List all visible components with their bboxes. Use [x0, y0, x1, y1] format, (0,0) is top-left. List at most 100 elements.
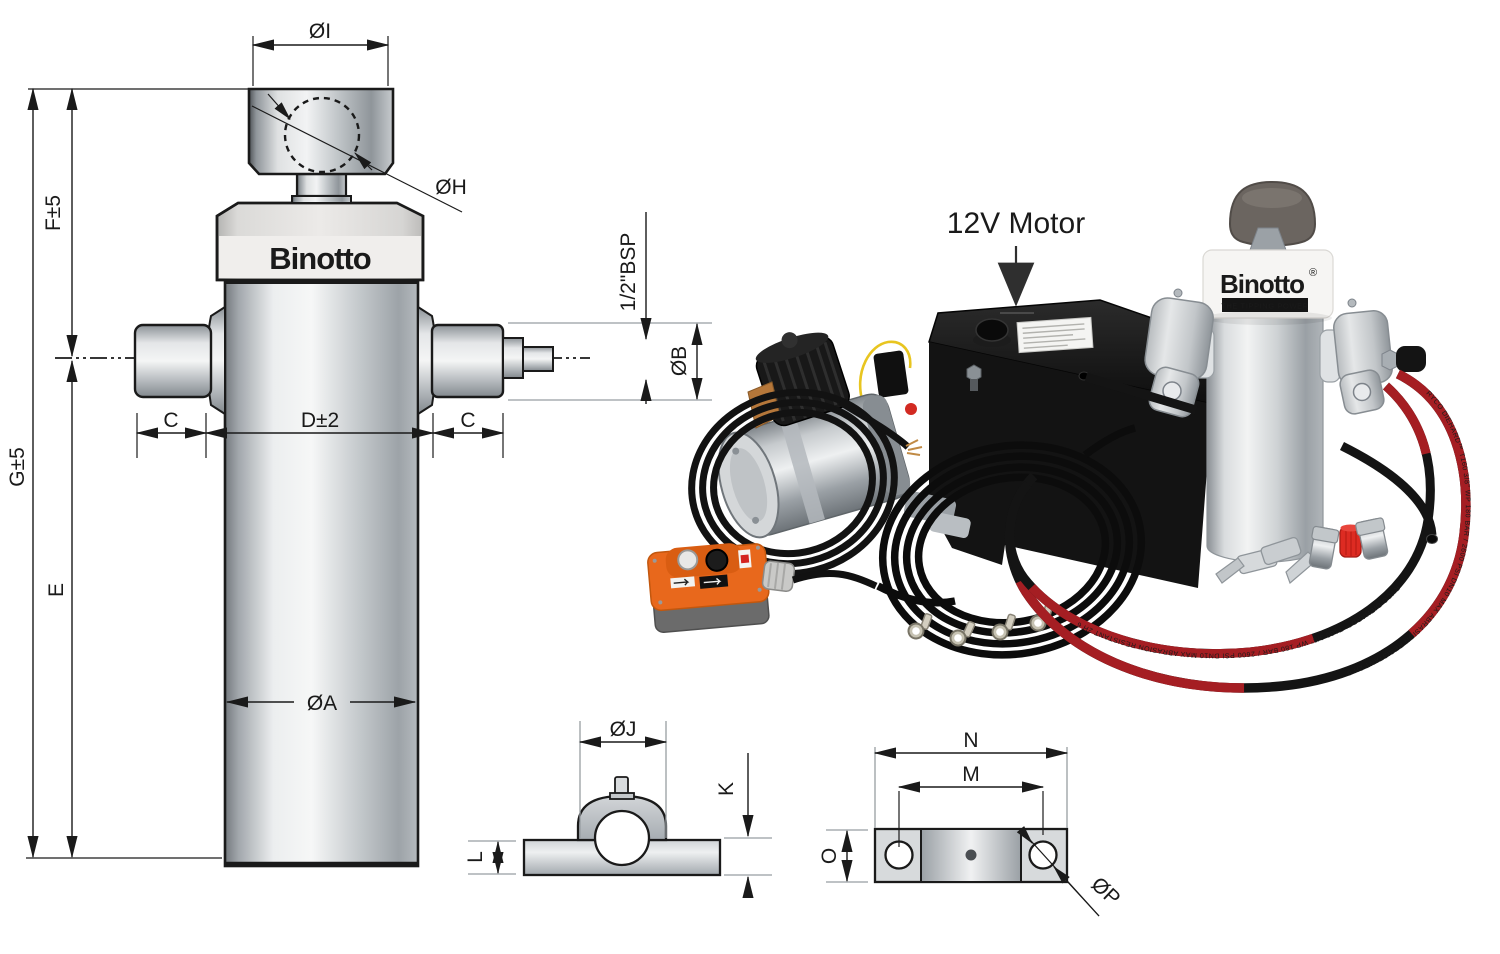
cylinder-outer-tube [223, 278, 420, 868]
frayed-copper-end [905, 439, 923, 456]
lug-1-hole [912, 627, 920, 635]
dim-A-label: ØA [307, 692, 337, 715]
remote-sticker-red [740, 554, 750, 564]
motor-bolt-2 [752, 516, 760, 524]
bracket-left-block [1144, 297, 1214, 381]
tank-bolt [966, 364, 982, 382]
photo-cylinder-tube [1206, 314, 1324, 563]
remote-cable [791, 569, 878, 590]
dim-H-arrow-2 [354, 152, 373, 171]
remote-screw-1 [652, 558, 657, 563]
dim-C-right-label: C [460, 409, 475, 432]
battery-cable-coil [688, 388, 911, 578]
hose-3 [1339, 441, 1437, 536]
saddle-bracket-top-view: N M O ØP [818, 729, 1125, 917]
gland-ribs [767, 562, 787, 590]
bracket-left-nipple [1173, 288, 1183, 298]
ball-eye-cap [247, 87, 395, 176]
coil2-loop-4 [914, 473, 1110, 627]
dim-D-label: D±2 [301, 409, 339, 432]
dim-F-label: F±5 [42, 195, 65, 231]
photo-binotto-logo: Binotto [1220, 269, 1304, 299]
cable-end-run [838, 398, 911, 450]
sticker-up-arrow-icon [673, 578, 690, 586]
lug-4-hole [1034, 619, 1042, 627]
solenoid-relay [873, 350, 909, 398]
control-cable-coil [876, 424, 1146, 659]
motor-callout-label: 12V Motor [947, 207, 1085, 240]
sticker-down-arrow-icon [703, 577, 722, 585]
elbow-fitting-2 [1260, 536, 1302, 566]
dim-P-label: ØP [1087, 873, 1125, 911]
dim-H-arrow-1 [267, 93, 291, 120]
photo-cylinder: Binotto ® THE TIPPING POWER [1202, 180, 1334, 563]
mushroom-cap-highlight [1242, 188, 1302, 208]
port-step [502, 337, 524, 379]
coupler-1 [1308, 525, 1340, 570]
band-shadow [1204, 311, 1332, 325]
tagline-strip [1222, 298, 1308, 312]
dim-BSP-label: 1/2"BSP [617, 233, 640, 312]
dim-I-label: ØI [309, 20, 331, 43]
bracket-right-nipple [1347, 298, 1357, 308]
remote-screw-2 [755, 545, 760, 550]
dim-C-left-label: C [163, 409, 178, 432]
tank-bolt-stem [970, 379, 978, 391]
coupler-2 [1355, 517, 1389, 560]
pump-clamp-2 [929, 511, 971, 539]
hose-2-red-band [1005, 382, 1435, 659]
dim-B-label: ØB [668, 346, 691, 376]
dim-K-label: K [715, 782, 738, 796]
remote-screw-4 [757, 587, 762, 592]
dim-L-label: L [464, 851, 487, 863]
head-outline [215, 201, 425, 282]
drawing-binotto-logo: Binotto [269, 241, 371, 276]
yellow-wire [859, 340, 912, 401]
hose-1-red-band [1004, 369, 1471, 693]
solenoid-top [755, 332, 829, 363]
motor-callout: 12V Motor [947, 207, 1085, 314]
remote-button-up [677, 549, 699, 571]
solenoid-cap [781, 332, 798, 349]
grease-nipple [614, 776, 629, 795]
trunnion-pin-right [430, 323, 505, 399]
black-cap-fitting [1396, 346, 1426, 372]
saddle-bracket-side-view: ØJ K L [464, 718, 772, 899]
photo-binotto-reg: ® [1309, 267, 1317, 279]
ball-neck-flange [291, 195, 352, 204]
dim-E-label: E [45, 583, 68, 597]
red-cap-ridges [1345, 528, 1357, 556]
photo-bracket-right [1319, 298, 1426, 415]
bracket-pin-hole [593, 809, 651, 867]
red-terminal-cap [905, 403, 917, 415]
dim-M-label: M [962, 763, 980, 786]
coil-loop-1 [688, 388, 898, 578]
lug-1 [907, 613, 933, 640]
tank-label-sticker [1016, 316, 1094, 354]
filler-cap [975, 318, 1009, 342]
cable-lugs [907, 603, 1053, 647]
dim-J-label: ØJ [610, 718, 637, 741]
lug-3 [991, 613, 1016, 641]
remote-screw-3 [658, 600, 663, 605]
cylinder-technical-drawing: Binotto ØH ØI F±5 G±5 E C D±2 C 1/2"BSP … [6, 20, 712, 868]
dim-P-arrow-1 [1016, 826, 1033, 844]
hose-tank-run [1084, 372, 1198, 415]
coupler-1-hex [1311, 525, 1340, 544]
hidden-ball-circle [283, 96, 361, 174]
elbow-nipple-tip-2 [1215, 557, 1245, 584]
dim-G-label: G±5 [6, 447, 29, 487]
red-cap [1339, 524, 1362, 558]
hose-3-open-end [1426, 534, 1438, 544]
dim-P-arrow-2 [1053, 866, 1100, 917]
dim-N-label: N [963, 729, 978, 752]
grease-nipple-base [609, 792, 635, 800]
trunnion-pin-left [133, 323, 213, 399]
lug-2-hole [954, 634, 962, 642]
fittings-kit [1215, 517, 1389, 585]
bracket-right-hole [1352, 382, 1372, 402]
remote-button-down [705, 548, 729, 572]
motor-front-inner [729, 448, 768, 522]
fitting-hex [1381, 349, 1399, 371]
